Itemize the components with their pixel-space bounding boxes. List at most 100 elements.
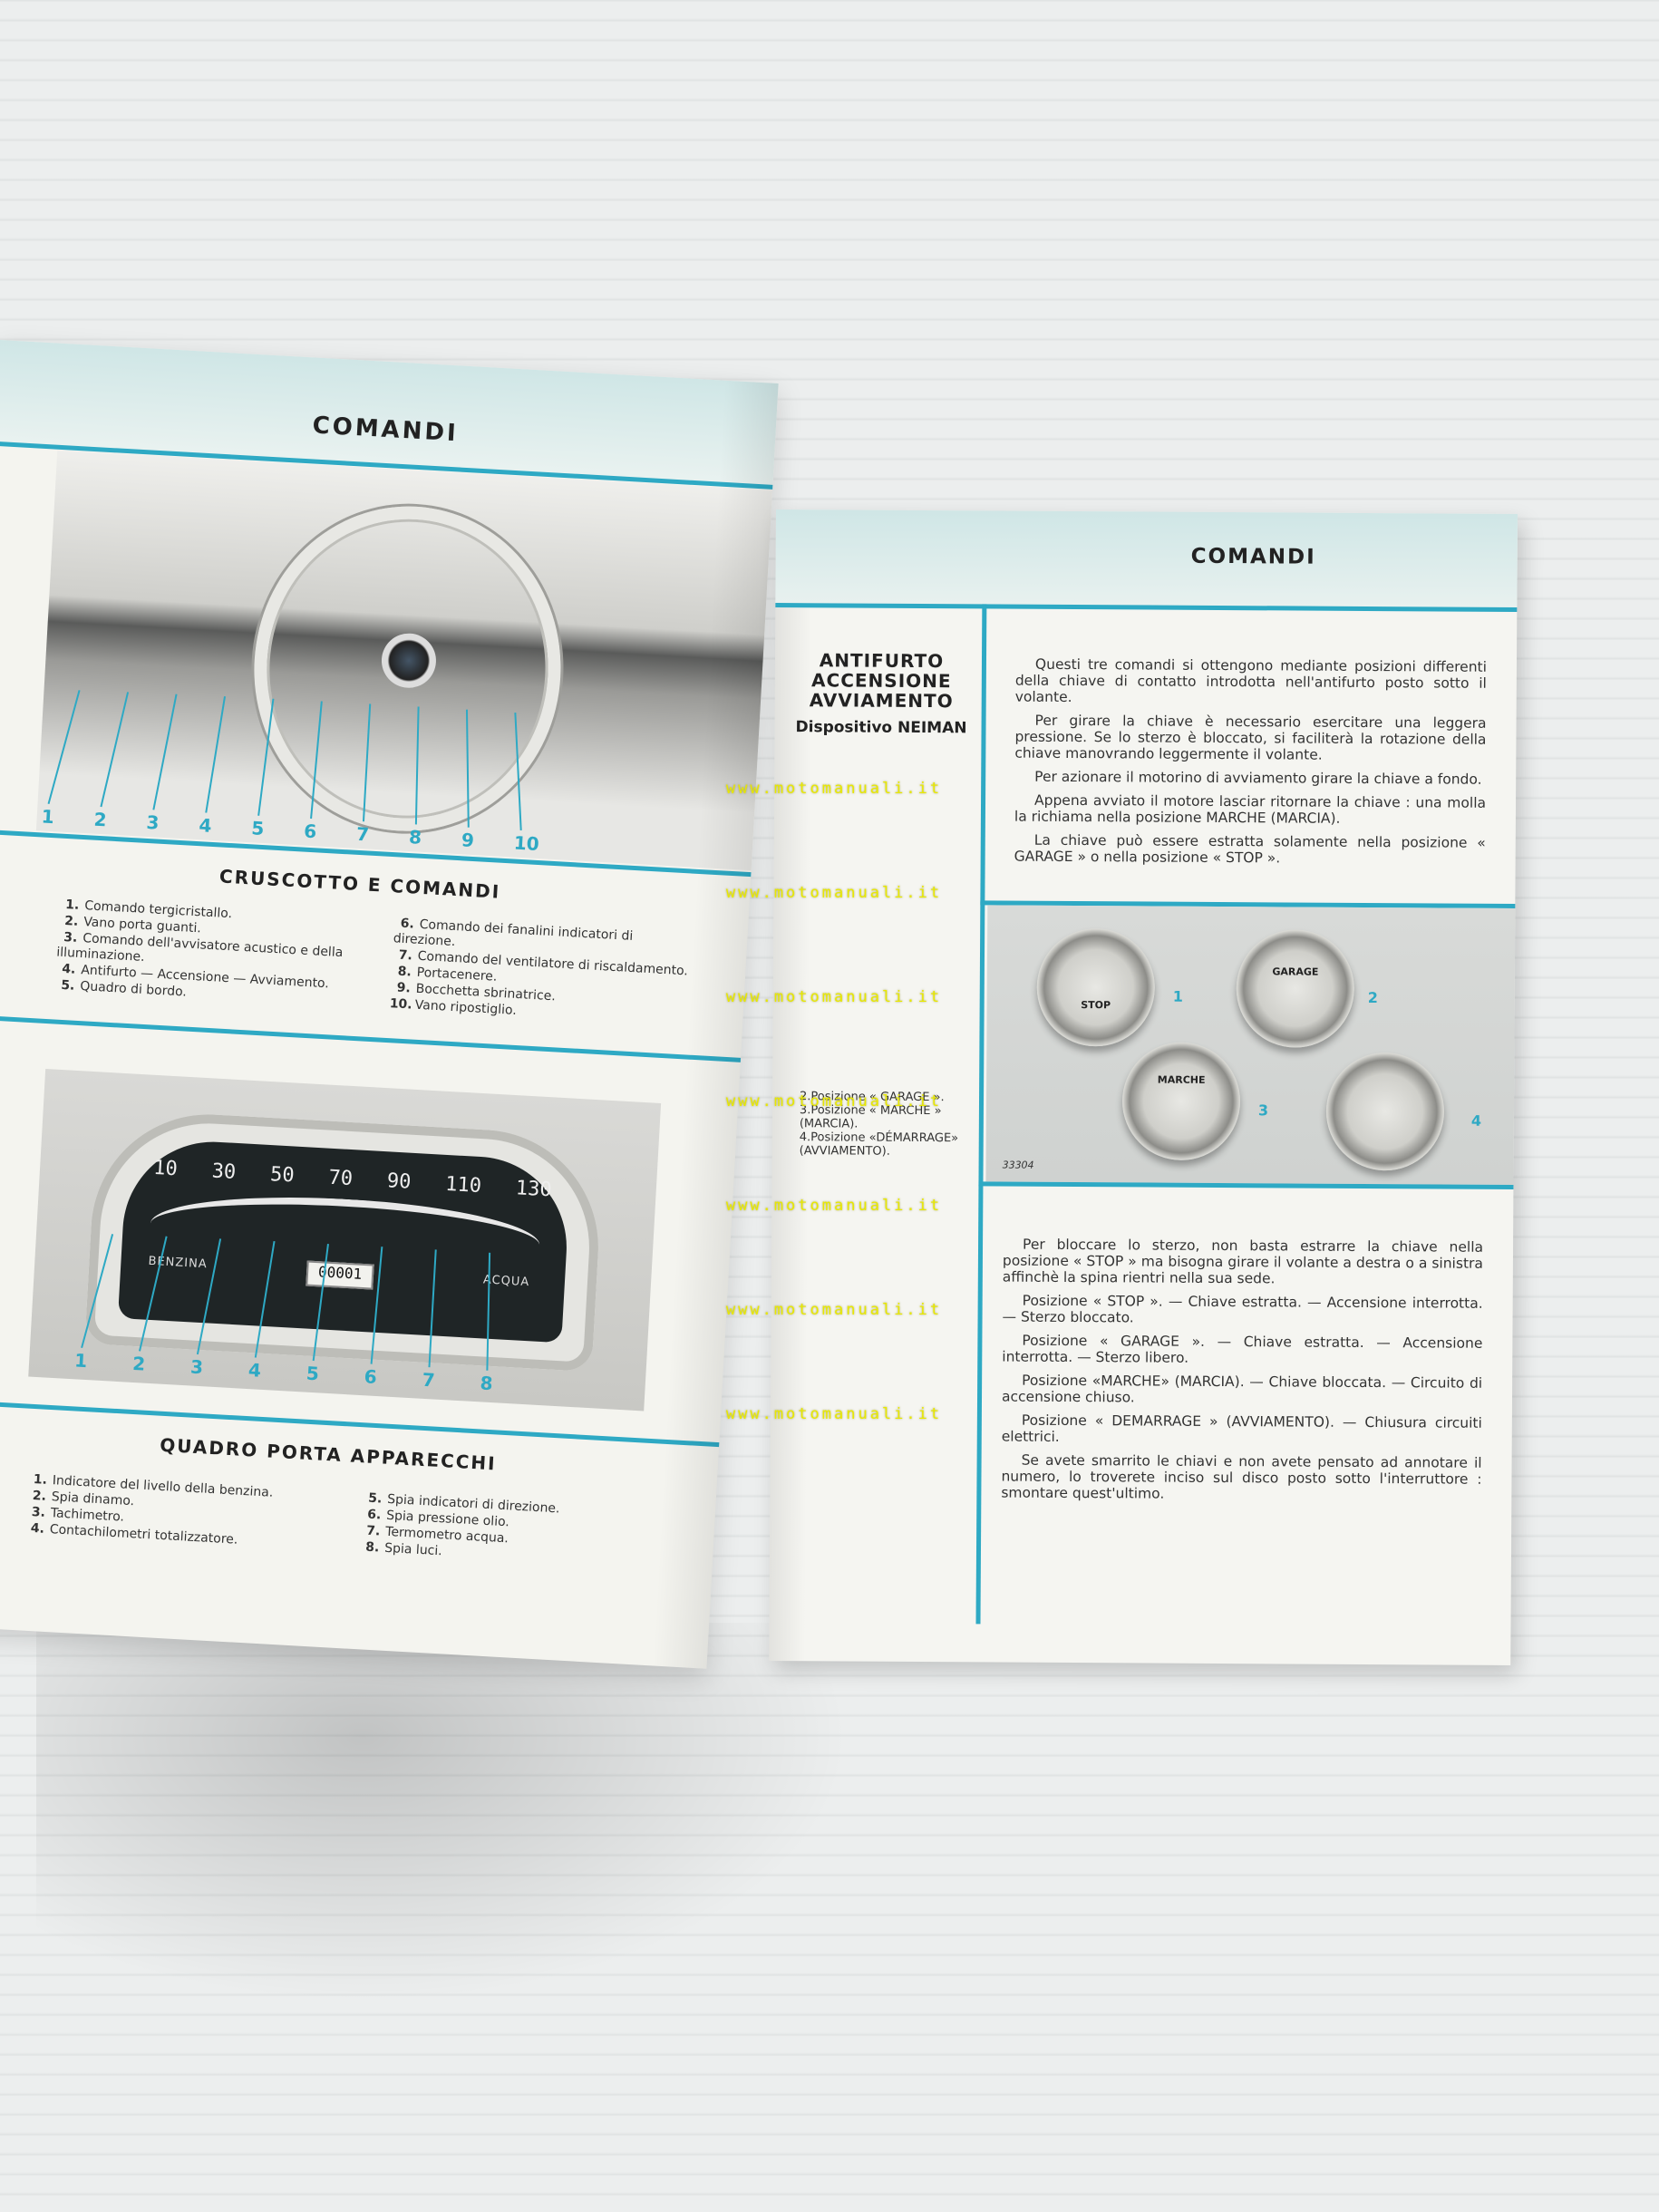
column-divider [975,604,987,1625]
watermark-text: www.motomanuali.it [725,1301,943,1319]
dashboard-callout: 7 [355,822,370,846]
detail-paragraph: Posizione « GARAGE ». — Chiave estratta.… [1002,1332,1483,1366]
cruscotto-item-number: 9. [396,980,412,996]
dashboard-callout: 5 [250,817,265,840]
book-shadow [36,1623,852,2003]
quadro-item-number: 6. [366,1507,382,1523]
cruscotto-item-number: 7. [398,947,413,964]
dashboard-callout: 10 [513,831,540,856]
cruscotto-item-number: 4. [61,961,76,977]
keys-photo-code: 33304 [1002,1159,1034,1171]
quadro-item-text: Spia luci. [383,1540,443,1559]
cluster-callout: 7 [422,1368,436,1392]
cruscotto-item-number: 5. [60,977,75,994]
dashboard-callout-line [205,696,227,813]
intro-paragraph: Per azionare il motorino di avviamento g… [1034,768,1482,788]
detail-paragraph: Se avete smarrito le chiavi e non avete … [1001,1451,1482,1502]
intro-paragraph: Questi tre comandi si ottengono mediante… [1014,655,1488,705]
intro-paragraph: Appena avviato il motore lasciar ritorna… [1014,791,1487,827]
side-heading-title: ANTIFURTO ACCENSIONE AVVIAMENTO [809,649,954,713]
cruscotto-item-number: 2. [63,913,79,929]
cruscotto-item-number: 10. [389,996,413,1013]
ignition-lock-photo: STOP 1 GARAGE 2 MARCHE 3 4 33304 [985,905,1516,1185]
dashboard-callout: 2 [92,808,108,831]
watermark-text: www.motomanuali.it [725,1405,943,1423]
lock-label-stop: STOP [1081,999,1111,1012]
quadro-item-number: 5. [367,1490,383,1507]
detail-paragraphs: Per bloccare lo sterzo, non basta estrar… [1001,1237,1483,1511]
speed-tick-label: 130 [515,1177,553,1202]
lock-number-2: 2 [1367,988,1378,1007]
dashboard-callout: 8 [408,826,422,849]
cruscotto-item-number: 3. [63,929,78,946]
detail-paragraph: Posizione « STOP ». — Chiave estratta. —… [1002,1292,1483,1326]
position-item-text: Posizione «DÉMARRAGE» (AVVIAMENTO). [799,1130,959,1159]
quadro-item-number: 1. [33,1472,48,1488]
cluster-callout: 3 [189,1355,204,1379]
speed-tick-label: 30 [210,1159,237,1184]
quadro-item-text: Tachimetro. [50,1506,125,1525]
dashboard-callout-line [100,692,130,808]
right-header-title: COMANDI [1190,544,1316,569]
intro-paragraph: Per girare la chiave è necessario eserci… [1014,712,1487,763]
detail-paragraph: Posizione «MARCHE» (MARCIA). — Chiave bl… [1001,1372,1483,1406]
dashboard-callout: 3 [145,810,160,834]
cruscotto-item-text: Comando dei fanalini indicatori di direz… [393,917,634,950]
detail-paragraph: Per bloccare lo sterzo, non basta estrar… [1002,1236,1484,1287]
cruscotto-list-right: 6.Comando dei fanalini indicatori di dir… [389,916,693,1029]
cluster-callout: 5 [306,1362,320,1385]
speed-tick-label: 70 [327,1166,354,1191]
side-heading: ANTIFURTO ACCENSIONE AVVIAMENTO Disposit… [792,649,970,737]
watermark-text: www.motomanuali.it [725,988,943,1006]
speed-tick-label: 110 [444,1172,482,1198]
right-page: COMANDI ANTIFURTO ACCENSIONE AVVIAMENTO … [769,509,1518,1665]
lock-position-marche: MARCHE [1121,1042,1241,1161]
watermark-text: www.motomanuali.it [725,1197,943,1215]
detail-paragraph: Posizione « DEMARRAGE » (AVVIAMENTO). — … [1001,1412,1482,1445]
watermark-text: www.motomanuali.it [725,1092,943,1111]
dashboard-callout: 9 [461,829,475,852]
quadro-item-number: 8. [364,1539,380,1556]
cluster-callout: 6 [364,1365,378,1388]
lock-position-garage: GARAGE [1236,929,1355,1048]
lock-position-demarrage [1325,1052,1445,1171]
quadro-list-right: 5.Spia indicatori di direzione.6.Spia pr… [359,1490,662,1572]
cruscotto-item-number: 1. [64,897,80,913]
quadro-item-number: 2. [32,1489,47,1504]
speed-tick-label: 10 [152,1156,179,1181]
speedometer-scale: 10 30 50 70 90 110 130 [153,1157,553,1202]
watermark-text: www.motomanuali.it [725,884,943,902]
cluster-callout: 1 [73,1349,88,1373]
dashboard-callout-line [47,690,81,805]
intro-paragraphs: Questi tre comandi si ottengono mediante… [1014,656,1487,875]
dashboard-callout: 4 [198,814,213,837]
quadro-item-number: 4. [30,1520,45,1537]
dashboard-callout: 1 [41,805,55,829]
lock-number-4: 4 [1470,1111,1482,1130]
quadro-item-number: 7. [365,1523,381,1539]
dashboard-callout-line [152,694,178,810]
speed-tick-label: 50 [269,1163,296,1188]
watermark-text: www.motomanuali.it [725,780,943,798]
dashboard-callout: 6 [303,820,317,843]
cruscotto-item-number: 8. [397,964,412,980]
speed-tick-label: 90 [386,1169,412,1194]
cluster-callout: 2 [131,1352,146,1375]
intro-paragraph: La chiave può essere estratta solamente … [1014,831,1486,867]
position-item: 4.Posizione «DÉMARRAGE» (AVVIAMENTO). [800,1130,972,1159]
lock-position-stop: STOP [1036,927,1156,1047]
quadro-item-number: 3. [31,1504,46,1520]
lock-number-1: 1 [1172,987,1183,1005]
lock-label-garage: GARAGE [1272,965,1319,978]
fuel-label: BENZINA [148,1254,209,1272]
cruscotto-item-number: 6. [400,916,415,932]
odometer: 00001 [306,1260,374,1290]
position-item-number: 4. [799,1130,811,1145]
cruscotto-list-left: 1.Comando tergicristallo.2.Vano porta gu… [54,897,358,1011]
cluster-callout: 4 [247,1359,262,1382]
